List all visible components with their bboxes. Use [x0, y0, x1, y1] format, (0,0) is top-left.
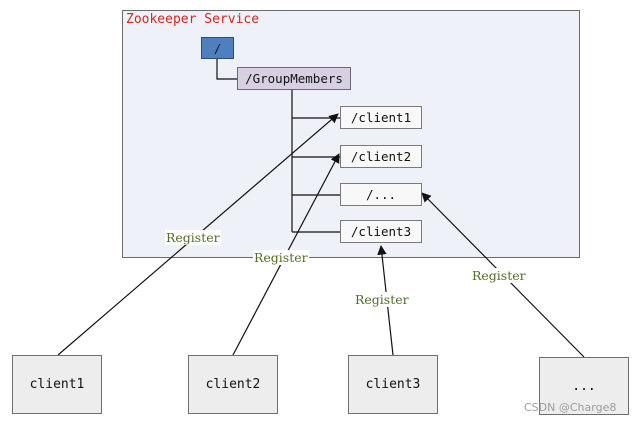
client3-znode: /client3 — [340, 220, 422, 243]
more-clients-box: ... — [539, 357, 629, 415]
register-label-client1: Register — [165, 230, 221, 245]
client2-box: client2 — [188, 355, 278, 414]
more-znode: /... — [340, 183, 422, 206]
watermark: CSDN @Charge8 — [524, 401, 617, 414]
client1-box: client1 — [12, 355, 102, 414]
service-title: Zookeeper Service — [126, 12, 260, 27]
client3-box: client3 — [348, 355, 438, 414]
root-to-group-connector — [216, 59, 237, 80]
client2-znode: /client2 — [340, 145, 422, 168]
register-label-more: Register — [471, 268, 527, 283]
group-members-znode: /GroupMembers — [237, 67, 351, 90]
root-znode: / — [201, 37, 234, 59]
register-label-client3: Register — [354, 292, 410, 307]
register-label-client2: Register — [253, 250, 309, 265]
zookeeper-service-box — [122, 10, 580, 258]
client1-znode: /client1 — [340, 106, 422, 129]
